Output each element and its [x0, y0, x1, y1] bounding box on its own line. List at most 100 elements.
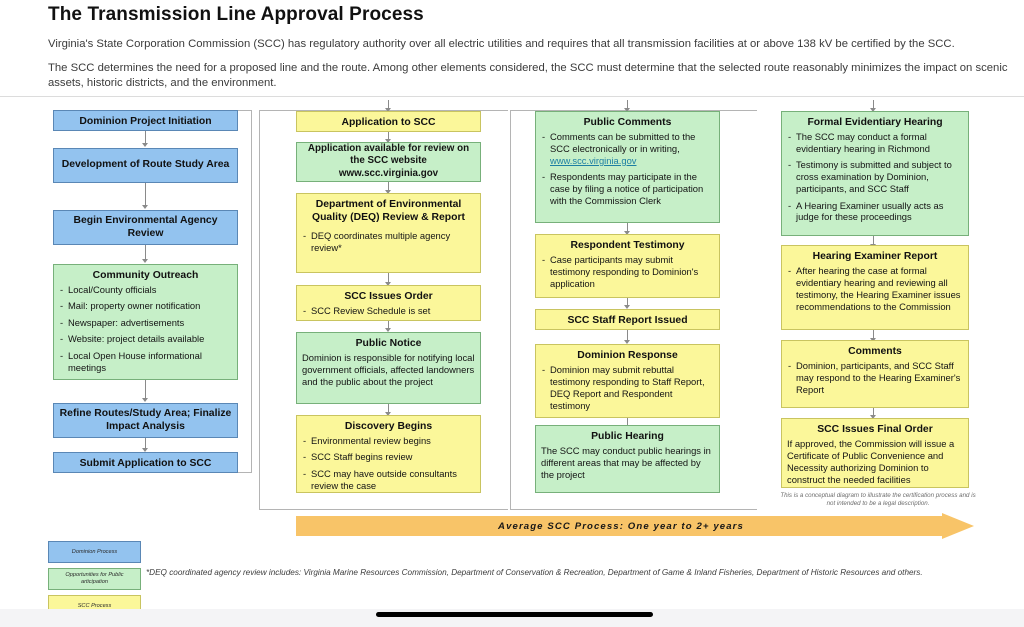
flow-box-formal-evidentiary-hearing[interactable]: Formal Evidentiary Hearing The SCC may c…: [781, 111, 969, 236]
flow-box-dominion-project-initiation[interactable]: Dominion Project Initiation: [53, 110, 238, 131]
flow-box-discovery-begins[interactable]: Discovery Begins Environmental review be…: [296, 415, 481, 493]
connector-c1-1: [145, 131, 146, 144]
connector-arrow-c2-4: [385, 328, 391, 332]
connector-arrow-c2-top: [385, 108, 391, 112]
box-title: SCC Issues Order: [344, 291, 433, 302]
box-title: Discovery Begins: [344, 421, 433, 432]
timeline-arrow: Average SCC Process: One year to 2+ year…: [296, 513, 974, 539]
home-indicator-bar[interactable]: [376, 612, 653, 617]
connector-arrow-c1-3: [142, 259, 148, 263]
timeline-arrow-head-icon: [942, 513, 974, 539]
flow-box-application-available-for-review[interactable]: Application available for review on the …: [296, 142, 481, 182]
box-title: Respondent Testimony: [570, 240, 685, 251]
list-item: Dominion, participants, and SCC Staff ma…: [787, 360, 963, 396]
list-item: Respondents may participate in the case …: [541, 171, 714, 207]
box-title: Hearing Examiner Report: [812, 251, 938, 262]
box-bullet-list: Environmental review begins SCC Staff be…: [302, 435, 475, 492]
flow-box-development-of-route-study-area[interactable]: Development of Route Study Area: [53, 148, 238, 183]
connector-arrow-c1-4: [142, 398, 148, 402]
box-body-text: Dominion is responsible for notifying lo…: [302, 352, 475, 387]
connector-c2-4: [388, 321, 389, 329]
flow-box-public-hearing[interactable]: Public Hearing The SCC may conduct publi…: [535, 425, 720, 493]
flow-box-respondent-testimony[interactable]: Respondent Testimony Case participants m…: [535, 234, 720, 298]
flow-box-refine-routes-study-area[interactable]: Refine Routes/Study Area; Finalize Impac…: [53, 403, 238, 438]
box-bullet-list: Case participants may submit testimony r…: [541, 254, 714, 290]
box-body-text: The SCC may conduct public hearings in d…: [541, 445, 711, 480]
connector-arrow-c4-top: [870, 108, 876, 112]
flow-box-dominion-response[interactable]: Dominion Response Dominion may submit re…: [535, 344, 720, 418]
connector-c3-4: [627, 418, 628, 426]
box-bullet-list: DEQ coordinates multiple agency review*: [302, 230, 475, 254]
box-title: Application to SCC: [341, 117, 436, 128]
list-item: Case participants may submit testimony r…: [541, 254, 714, 290]
box-title: Department of Environmental Quality (DEQ…: [312, 199, 465, 223]
connector-c3-3: [627, 330, 628, 341]
list-item: The SCC may conduct a formal evidentiary…: [787, 131, 963, 155]
intro-paragraph-1: Virginia's State Corporation Commission …: [48, 38, 955, 50]
column2-bracket: [259, 110, 508, 510]
deq-footnote: *DEQ coordinated agency review includes:…: [146, 568, 923, 577]
list-item: SCC may have outside consultants review …: [302, 468, 475, 492]
box-bullet-list: Local/County officials Mail: property ow…: [59, 284, 232, 373]
connector-c3-2: [627, 298, 628, 306]
flow-box-public-notice[interactable]: Public Notice Dominion is responsible fo…: [296, 332, 481, 404]
flow-box-submit-application-to-scc[interactable]: Submit Application to SCC: [53, 452, 238, 473]
conceptual-diagram-disclaimer: This is a conceptual diagram to illustra…: [780, 492, 976, 507]
legend-item-public-participation: Opportunities for Public articipation: [48, 568, 141, 590]
flow-box-scc-issues-final-order[interactable]: SCC Issues Final Order If approved, the …: [781, 418, 969, 488]
connector-c3-1: [627, 223, 628, 232]
connector-arrow-c2-3: [385, 282, 391, 286]
box-bullet-list: Dominion may submit rebuttal testimony r…: [541, 364, 714, 412]
list-item: Local/County officials: [59, 284, 232, 296]
box-title: SCC Issues Final Order: [817, 424, 933, 435]
box-body-text: If approved, the Commission will issue a…: [787, 438, 955, 485]
connector-arrow-c2-5: [385, 412, 391, 416]
box-title: Development of Route Study Area: [61, 159, 230, 170]
timeline-label: Average SCC Process: One year to 2+ year…: [498, 520, 744, 532]
home-indicator-area: [0, 609, 1024, 627]
connector-arrow-c4-3: [870, 415, 876, 419]
flow-box-deq-review-and-report[interactable]: Department of Environmental Quality (DEQ…: [296, 193, 481, 273]
flow-box-scc-issues-order[interactable]: SCC Issues Order SCC Review Schedule is …: [296, 285, 481, 321]
document-header: The Transmission Line Approval Process V…: [48, 4, 1016, 100]
connector-arrow-c1-2: [142, 205, 148, 209]
box-title: Refine Routes/Study Area; Finalize Impac…: [59, 407, 232, 432]
connector-arrow-c3-1: [624, 231, 630, 235]
scc-website-link[interactable]: www.scc.virginia.gov: [550, 154, 637, 166]
list-item: SCC Staff begins review: [302, 451, 475, 463]
connector-arrow-c2-1: [385, 139, 391, 143]
box-title: SCC Staff Report Issued: [567, 315, 688, 326]
connector-c2-2: [388, 182, 389, 191]
box-centered-text: Application available for review on the …: [307, 142, 470, 179]
connector-arrow-c3-top: [624, 108, 630, 112]
list-item: Testimony is submitted and subject to cr…: [787, 159, 963, 195]
flow-box-hearing-examiner-report[interactable]: Hearing Examiner Report After hearing th…: [781, 245, 969, 330]
list-item: Website: project details available: [59, 333, 232, 345]
connector-c1-5: [145, 438, 146, 449]
box-title: Public Notice: [355, 338, 422, 349]
list-item: Comments can be submitted to the SCC ele…: [541, 131, 714, 167]
column1-bracket: [236, 110, 252, 473]
flow-box-begin-environmental-agency-review[interactable]: Begin Environmental Agency Review: [53, 210, 238, 245]
connector-c2-1: [388, 132, 389, 140]
flow-box-comments[interactable]: Comments Dominion, participants, and SCC…: [781, 340, 969, 408]
flow-box-scc-staff-report-issued[interactable]: SCC Staff Report Issued: [535, 309, 720, 330]
box-title: Submit Application to SCC: [79, 458, 212, 469]
connector-c4-top: [873, 100, 874, 109]
list-item: Dominion may submit rebuttal testimony r…: [541, 364, 714, 412]
header-divider: [0, 96, 1024, 97]
connector-arrow-c2-2: [385, 190, 391, 194]
flow-box-community-outreach[interactable]: Community Outreach Local/County official…: [53, 264, 238, 380]
connector-arrow-c3-3: [624, 340, 630, 344]
box-title: Public Comments: [583, 117, 672, 128]
list-item: A Hearing Examiner usually acts as judge…: [787, 200, 963, 224]
connector-c1-3: [145, 245, 146, 260]
flow-box-public-comments[interactable]: Public Comments Comments can be submitte…: [535, 111, 720, 223]
timeline-arrow-body: [296, 516, 946, 536]
connector-c1-2: [145, 183, 146, 206]
list-item: After hearing the case at formal evident…: [787, 265, 963, 313]
flow-box-application-to-scc[interactable]: Application to SCC: [296, 111, 481, 132]
box-title: Comments: [848, 346, 902, 357]
